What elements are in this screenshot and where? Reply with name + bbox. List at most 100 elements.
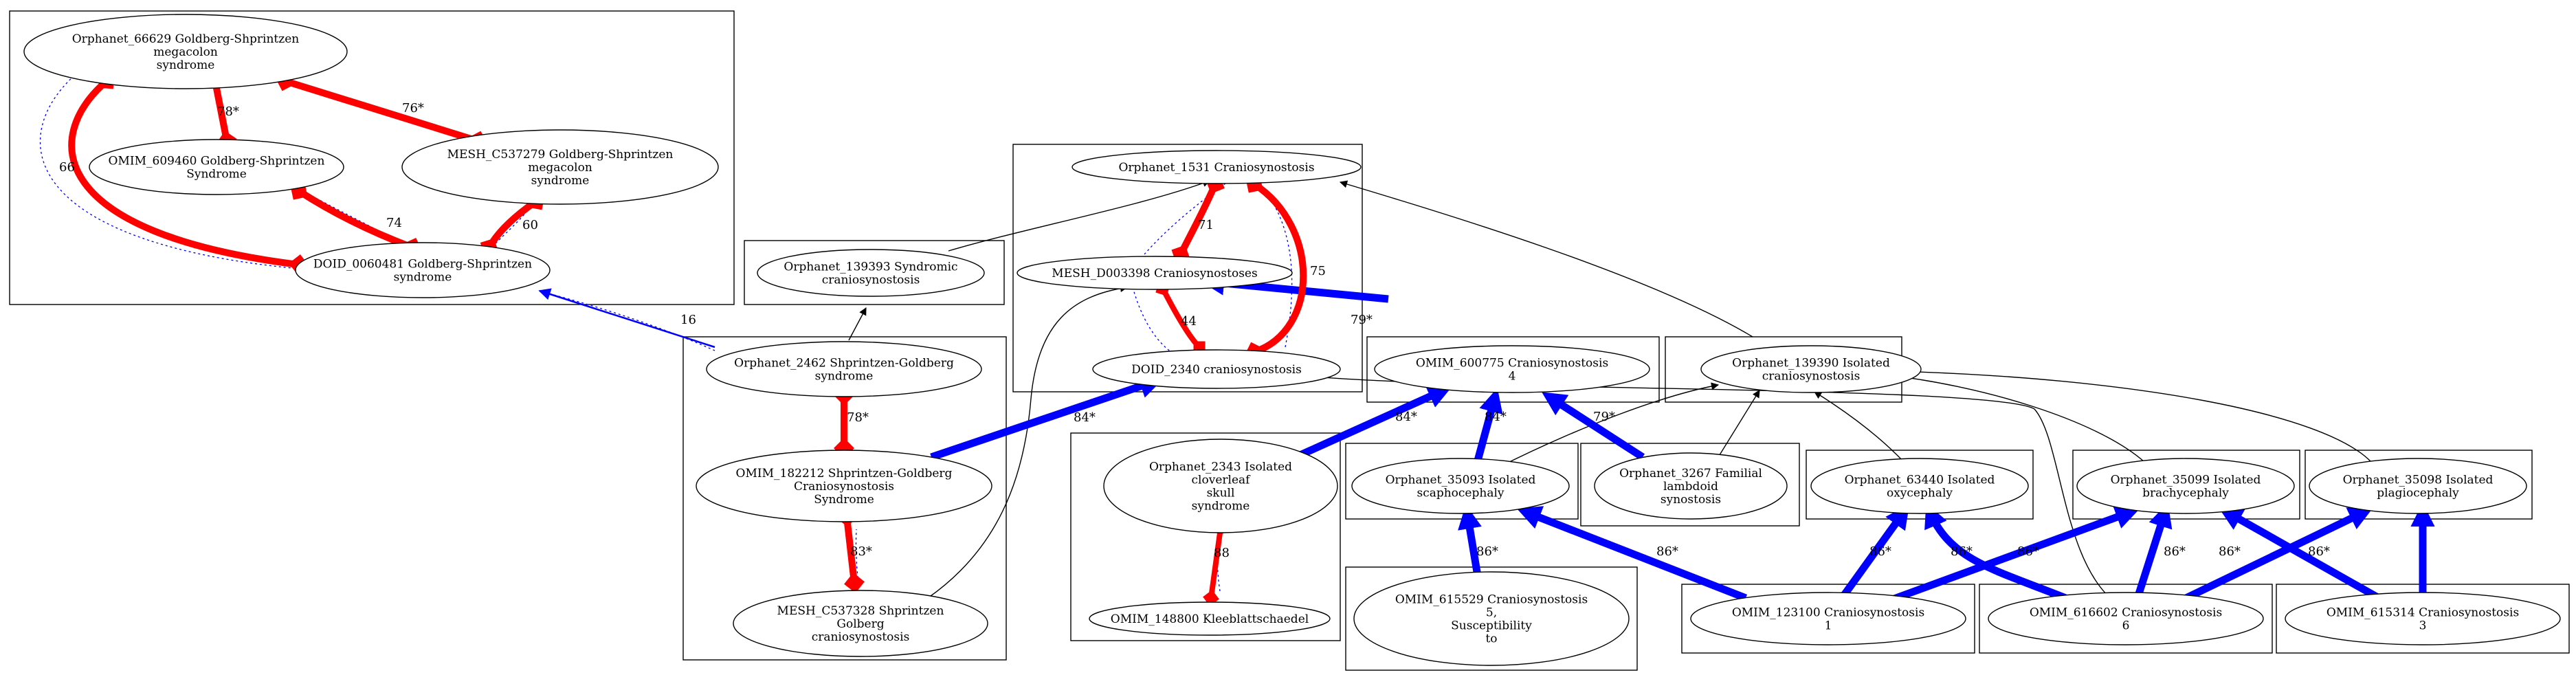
node-ellipse bbox=[1353, 571, 1630, 666]
node-ellipse bbox=[295, 242, 551, 298]
node-label-line: MESH_C537279 Goldberg-Shprintzen bbox=[447, 148, 674, 162]
edge-blue-orph3267-omim600775 bbox=[1542, 392, 1645, 461]
edge-label: 86* bbox=[2164, 544, 2186, 559]
node-label-line: DOID_0060481 Goldberg-Shprintzen bbox=[313, 258, 532, 272]
node-label-line: syndrome bbox=[815, 370, 874, 384]
node-label-line: DOID_2340 craniosynostosis bbox=[1131, 363, 1302, 377]
cluster-craniosynostosis-1 bbox=[1681, 584, 1975, 654]
edge-red-mesh537279-doid0060481 bbox=[480, 192, 545, 257]
node-ellipse bbox=[733, 590, 988, 657]
edge-red-orph1531-meshd003398 bbox=[1171, 175, 1225, 264]
node-label-line: 5, bbox=[1486, 606, 1497, 620]
edge-label: 71 bbox=[1198, 218, 1214, 232]
node-label-line: Golberg bbox=[836, 617, 884, 631]
cluster-craniosynostosis-6 bbox=[1979, 584, 2273, 654]
node-label-line: Orphanet_2462 Shprintzen-Goldberg bbox=[734, 357, 954, 370]
node-label-line: OMIM_615529 Craniosynostosis bbox=[1395, 593, 1588, 607]
node-ellipse bbox=[1374, 345, 1650, 393]
node-label-line: Orphanet_63440 Isolated bbox=[1845, 474, 1995, 487]
node-label-line: OMIM_182212 Shprintzen-Goldberg bbox=[736, 467, 953, 480]
edge-black-orph3267-orph139390 bbox=[1718, 390, 1760, 458]
edge-blue-omim123100-orph63440 bbox=[1839, 504, 1910, 601]
node-label-line: cloverleaf bbox=[1192, 474, 1252, 487]
node-ellipse bbox=[1700, 345, 1922, 393]
node-orph139393: Orphanet_139393 Syndromiccraniosynostosi… bbox=[757, 249, 985, 297]
node-label-line: plagiocephaly bbox=[2377, 487, 2459, 500]
edge-blue-omim123100-orph35093 bbox=[1516, 506, 1748, 602]
edge-label: 83* bbox=[850, 544, 872, 559]
cluster-cloverleaf bbox=[1070, 432, 1341, 641]
cluster-lambdoid bbox=[1580, 443, 1800, 527]
cluster-goldberg-megacolon bbox=[9, 10, 735, 305]
edge-red-orph1531-doid2340 bbox=[1244, 175, 1307, 362]
node-label-line: brachycephaly bbox=[2142, 487, 2229, 500]
edge-blue-orph2462-doid0060481 bbox=[538, 288, 715, 348]
edge-black-orph63440-orph139390 bbox=[1814, 391, 1905, 463]
edge-label: 76* bbox=[402, 101, 424, 115]
edge-blue-omim616602-orph35098 bbox=[2170, 507, 2373, 608]
node-ellipse bbox=[1072, 150, 1362, 184]
node-ellipse bbox=[1092, 349, 1341, 389]
node-label-line: scaphocephaly bbox=[1417, 487, 1504, 500]
node-label-line: Orphanet_35093 Isolated bbox=[1386, 474, 1536, 487]
edge-blue-omim182212-doid2340 bbox=[930, 375, 1164, 461]
node-orph2462: Orphanet_2462 Shprintzen-Goldbergsyndrom… bbox=[706, 341, 982, 397]
node-ellipse bbox=[1017, 256, 1293, 290]
node-mesh537328: MESH_C537328 ShprintzenGolbergcraniosyno… bbox=[733, 590, 988, 657]
node-label-line: Orphanet_35098 Isolated bbox=[2343, 474, 2494, 487]
graph-nodes: Orphanet_66629 Goldberg-Shprintzenmegaco… bbox=[23, 14, 2561, 666]
edge-label: 74 bbox=[386, 216, 402, 230]
node-label-line: synostosis bbox=[1661, 493, 1721, 507]
node-ellipse bbox=[706, 341, 982, 397]
edge-label: 88 bbox=[1214, 546, 1230, 560]
node-label-line: MESH_D003398 Craniosynostoses bbox=[1052, 267, 1257, 280]
node-mesh537279: MESH_C537279 Goldberg-Shprintzenmegacolo… bbox=[401, 129, 719, 205]
node-label-line: Orphanet_35099 Isolated bbox=[2111, 474, 2261, 487]
node-label-line: oxycephaly bbox=[1887, 487, 1953, 500]
edge-label: 86* bbox=[1476, 544, 1498, 559]
node-label-line: syndrome bbox=[157, 58, 215, 72]
node-label-line: Craniosynostosis bbox=[794, 480, 894, 494]
node-label-line: Orphanet_139390 Isolated bbox=[1732, 357, 1890, 370]
node-label-line: 4 bbox=[1509, 370, 1516, 384]
node-ellipse bbox=[23, 14, 348, 89]
node-orph1531: Orphanet_1531 Craniosynostosis bbox=[1072, 150, 1362, 184]
node-orph2343: Orphanet_2343 Isolatedcloverleafskullsyn… bbox=[1103, 439, 1338, 533]
edge-black-orph35098-orph139390 bbox=[1896, 367, 2372, 463]
node-label-line: craniosynostosis bbox=[822, 274, 920, 287]
edge-black-orph35093-orph139390 bbox=[1498, 382, 1720, 468]
node-label-line: MESH_C537328 Shprintzen bbox=[777, 604, 944, 618]
node-label-line: OMIM_609460 Goldberg-Shprintzen bbox=[109, 155, 325, 168]
node-label-line: Orphanet_3267 Familial bbox=[1619, 467, 1762, 480]
node-ellipse bbox=[1089, 601, 1331, 636]
node-label-line: craniosynostosis bbox=[1762, 370, 1861, 384]
edge-red-omim182212-mesh537328 bbox=[836, 507, 865, 593]
edge-label: 79* bbox=[1351, 313, 1373, 327]
node-label-line: syndrome bbox=[394, 271, 452, 285]
node-label-line: syndrome bbox=[531, 174, 590, 188]
cluster-susceptibility-5 bbox=[1345, 566, 1638, 671]
edge-label: 86* bbox=[2219, 544, 2241, 559]
edge-blue-omim615529-orph35093 bbox=[1458, 505, 1482, 577]
node-label-line: OMIM_615314 Craniosynostosis bbox=[2327, 606, 2519, 620]
node-ellipse bbox=[1594, 452, 1788, 520]
edge-label: 84* bbox=[1395, 410, 1417, 424]
cluster-shprintzen-goldberg bbox=[682, 336, 1007, 661]
edge-label: 86* bbox=[1656, 544, 1678, 559]
cluster-brachycephaly bbox=[2072, 450, 2300, 520]
node-label-line: Syndrome bbox=[186, 168, 247, 181]
edge-labels: 78* 76* 66 74 60 71 75 44 79* 16 78* 84*… bbox=[59, 101, 2330, 560]
node-label-line: 1 bbox=[1825, 619, 1832, 633]
node-label-line: 3 bbox=[2419, 619, 2427, 633]
node-label-line: OMIM_600775 Craniosynostosis bbox=[1416, 357, 1608, 370]
node-label-line: megacolon bbox=[528, 161, 592, 175]
node-label-line: OMIM_616602 Craniosynostosis bbox=[2030, 606, 2222, 620]
